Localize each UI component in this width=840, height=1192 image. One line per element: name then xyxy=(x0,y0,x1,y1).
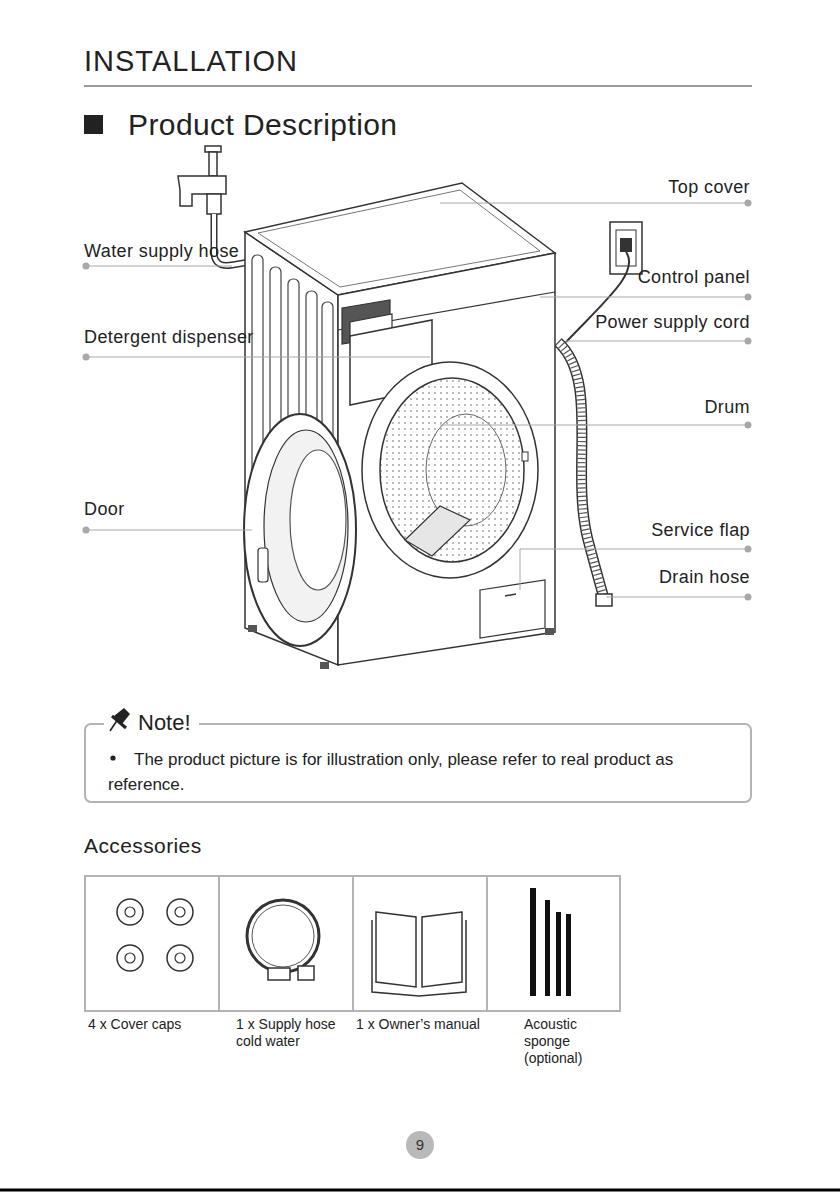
leader-dot xyxy=(83,263,90,270)
section-heading: Accessories xyxy=(84,833,202,858)
page-number-badge: 9 xyxy=(406,1131,434,1159)
note-box: Note!The product picture is for illustra… xyxy=(84,723,752,803)
supply-hose-icon xyxy=(247,900,319,972)
hose-connector xyxy=(268,968,290,980)
sponge-bar xyxy=(566,914,571,996)
node-text: The product picture is for illustration … xyxy=(108,747,738,797)
sponge-bar xyxy=(556,912,561,996)
cover-cap-center xyxy=(175,907,185,917)
plug xyxy=(620,238,632,252)
section-heading: Product Description xyxy=(128,107,397,143)
supply-hose-icon-inner xyxy=(252,905,314,967)
front-panel xyxy=(338,253,555,665)
note-heading: Note! xyxy=(104,710,199,736)
sponge-bar xyxy=(545,900,550,996)
leader-line xyxy=(566,341,748,342)
drum xyxy=(380,378,524,562)
leader-dot xyxy=(83,527,90,534)
node-text: Acoustic sponge (optional) xyxy=(524,1016,594,1067)
socket-face xyxy=(616,230,636,266)
leader-line xyxy=(86,266,232,267)
door-lock xyxy=(522,452,528,461)
part-label: Door xyxy=(84,499,125,521)
leader-line xyxy=(440,203,748,204)
drain-hose-ribs xyxy=(558,342,604,598)
door xyxy=(244,414,356,646)
foot xyxy=(320,662,329,669)
section-square xyxy=(84,115,103,134)
door-opening xyxy=(362,362,538,578)
cover-cap-center xyxy=(125,953,135,963)
cover-cap xyxy=(117,945,143,971)
manual-right-page xyxy=(422,912,462,987)
leader-line xyxy=(440,425,748,426)
leader-line xyxy=(540,297,748,298)
node-text: 4 x Cover caps xyxy=(88,1016,216,1033)
foot xyxy=(248,625,257,632)
part-label: Water supply hose xyxy=(84,241,239,263)
door-glass xyxy=(290,450,346,590)
leader-dot xyxy=(745,294,752,301)
sponge-bar xyxy=(530,888,536,996)
hose-nut xyxy=(207,194,221,214)
accessory-cell: 4 x Cover caps xyxy=(84,875,220,1012)
node-text: 1 x Owner’s manual xyxy=(356,1016,490,1033)
hose-connector xyxy=(298,966,314,980)
cover-cap xyxy=(117,899,143,925)
part-label: Detergent dispenser xyxy=(84,327,254,349)
leader-line xyxy=(606,597,748,598)
page-bottom-rule xyxy=(0,1189,840,1192)
drain-hose xyxy=(558,342,604,598)
header-rule xyxy=(84,85,752,87)
door-handle xyxy=(258,548,268,582)
part-label: Top cover xyxy=(668,177,750,199)
foot xyxy=(545,628,554,635)
drain-hose-inner xyxy=(558,342,604,598)
part-label: Drum xyxy=(704,397,750,419)
wall-socket xyxy=(610,222,642,274)
leader-dot xyxy=(745,422,752,429)
leader-dot xyxy=(83,354,90,361)
manual-left-page xyxy=(376,912,416,987)
bullet xyxy=(110,755,115,760)
node-text: 1 x Supply hose cold water xyxy=(236,1016,348,1050)
accessory-cell: Acoustic sponge (optional) xyxy=(486,875,621,1012)
leader-dot xyxy=(745,200,752,207)
page-title: INSTALLATION xyxy=(84,44,298,79)
cover-cap xyxy=(167,899,193,925)
leader-dot xyxy=(745,338,752,345)
leader-line xyxy=(86,530,252,531)
service-flap xyxy=(480,580,545,638)
cover-cap xyxy=(167,945,193,971)
cover-cap-center xyxy=(175,953,185,963)
drain-hose-end xyxy=(596,594,612,606)
door-ring xyxy=(264,430,348,622)
tap-stem xyxy=(209,152,217,176)
cover-cap-center xyxy=(125,907,135,917)
leader-dot xyxy=(745,594,752,601)
leader-dot xyxy=(745,546,752,553)
drum-paddle xyxy=(405,506,470,556)
leader-line xyxy=(86,357,430,358)
tap-handle xyxy=(205,146,221,152)
node-text: 9 xyxy=(406,1131,434,1159)
part-label: Service flap xyxy=(651,520,750,542)
part-label: Power supply cord xyxy=(595,312,750,334)
accessory-cell: 1 x Supply hose cold water xyxy=(218,875,354,1012)
flap-slot xyxy=(505,594,516,596)
part-label: Control panel xyxy=(638,267,750,289)
part-label: Drain hose xyxy=(659,567,750,589)
accessory-cell: 1 x Owner’s manual xyxy=(352,875,488,1012)
